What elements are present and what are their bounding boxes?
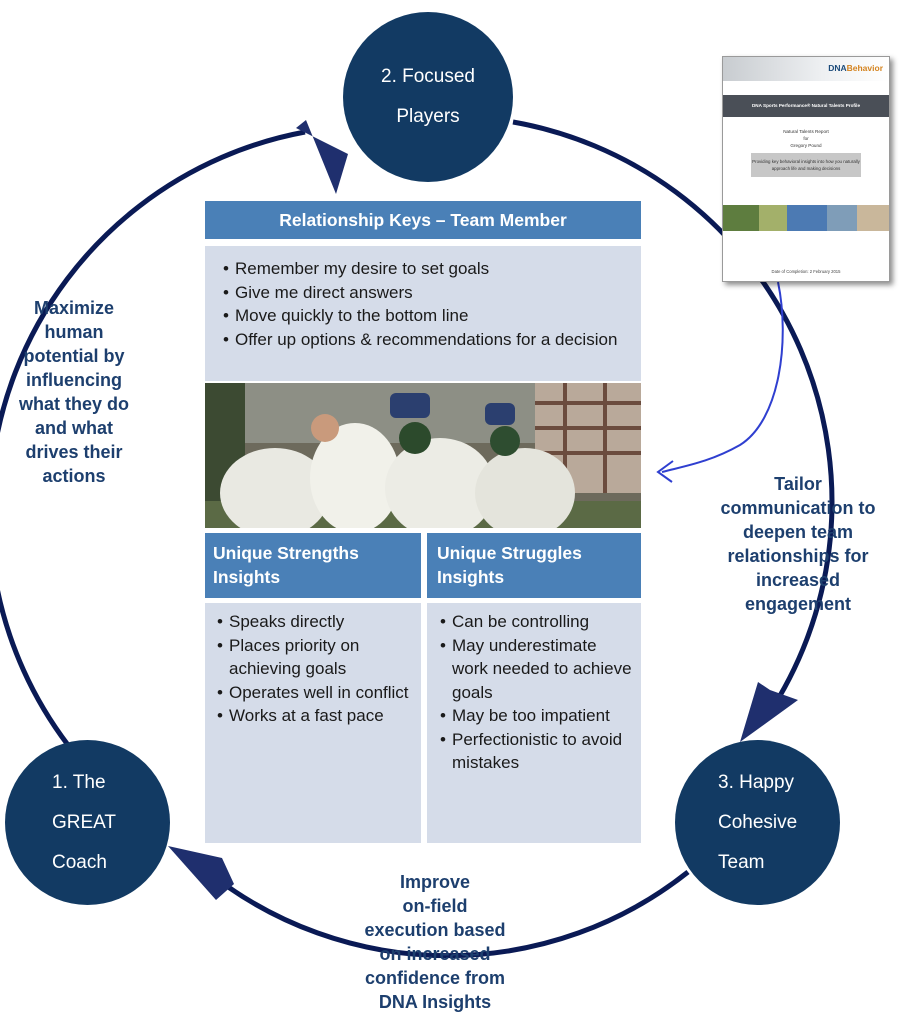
caption-line: relationships for <box>727 546 869 566</box>
caption-line: actions <box>42 466 106 486</box>
caption-line: influencing <box>26 370 122 390</box>
caption-line: and what <box>34 418 113 438</box>
cycle-arc-left <box>0 129 306 747</box>
caption-line: communication to <box>720 498 876 518</box>
caption-line: Maximize <box>33 298 115 318</box>
list-item: Places priority on achieving goals <box>217 634 415 681</box>
arrowhead-to-players <box>296 120 348 194</box>
list-item: Works at a fast pace <box>217 704 415 728</box>
struggles-list: Can be controlling May underestimate wor… <box>427 603 641 843</box>
cycle-arc-right <box>512 119 835 717</box>
node-label-line: 3. Happy <box>718 771 795 793</box>
caption-line: confidence from <box>364 968 506 988</box>
report-photo-strip <box>723 205 889 231</box>
report-summary: Providing key behavioral insights into h… <box>751 153 861 177</box>
caption-line: deepen team <box>742 522 854 542</box>
report-date: Date of Completion: 2 February 2015 <box>771 269 841 274</box>
caption-line: Improve <box>399 872 471 892</box>
arrowhead-to-coach <box>168 846 234 900</box>
node-label-line: GREAT <box>52 811 117 833</box>
list-item: Perfectionistic to avoid mistakes <box>440 728 635 775</box>
caption-maximize-potential: Maximize human potential by influencing … <box>0 296 148 488</box>
node-label-line: Team <box>718 851 765 873</box>
team-celebration-photo <box>205 383 641 528</box>
list-item: Can be controlling <box>440 610 635 634</box>
report-banner <box>723 57 889 81</box>
caption-line: drives their <box>25 442 123 462</box>
cycle-arc-bottom <box>206 870 690 959</box>
caption-line: DNA Insights <box>378 992 492 1012</box>
list-item: May underestimate work needed to achieve… <box>440 634 635 705</box>
node-label-line: Players <box>396 106 460 127</box>
caption-line: on increased <box>379 944 491 964</box>
report-text: Gregory Pound <box>790 143 822 148</box>
caption-improve-execution: Improve on-field execution based on incr… <box>340 870 530 1014</box>
caption-line: potential by <box>23 346 125 366</box>
caption-line: engagement <box>744 594 852 614</box>
struggles-header: Unique Struggles Insights <box>427 533 641 598</box>
node-label-line: 1. The <box>52 771 106 793</box>
list-item: Give me direct answers <box>223 281 631 305</box>
report-logo-accent: Behavior <box>846 63 883 73</box>
list-item: Offer up options & recommendations for a… <box>223 328 631 352</box>
relationship-keys-list: Remember my desire to set goals Give me … <box>205 246 641 381</box>
node-happy-cohesive-team: 3. Happy Cohesive Team <box>675 740 840 905</box>
natural-talents-report-thumbnail: DNABehavior DNA Sports Performance® Natu… <box>722 56 890 282</box>
report-title-bar: DNA Sports Performance® Natural Talents … <box>723 95 889 117</box>
list-item: May be too impatient <box>440 704 635 728</box>
node-great-coach: 1. The GREAT Coach <box>5 740 170 905</box>
node-focused-players: 2. Focused Players <box>343 12 513 182</box>
list-item: Move quickly to the bottom line <box>223 304 631 328</box>
list-item: Operates well in conflict <box>217 681 415 705</box>
caption-line: Tailor <box>774 474 822 494</box>
report-text: Natural Talents Report <box>783 129 829 134</box>
caption-line: what they do <box>18 394 129 414</box>
strengths-list: Speaks directly Places priority on achie… <box>205 603 421 843</box>
report-logo: DNABehavior <box>828 63 883 73</box>
caption-tailor-communication: Tailor communication to deepen team rela… <box>692 472 904 616</box>
caption-line: execution based <box>364 920 506 940</box>
relationship-keys-header: Relationship Keys – Team Member <box>205 201 641 239</box>
report-connector-line <box>661 281 784 473</box>
list-item: Remember my desire to set goals <box>223 257 631 281</box>
arrowhead-to-team <box>740 682 798 742</box>
report-connector-arrowhead <box>656 460 674 483</box>
node-label-line: Cohesive <box>718 811 798 833</box>
list-item: Speaks directly <box>217 610 415 634</box>
caption-line: increased <box>755 570 841 590</box>
caption-line: on-field <box>402 896 468 916</box>
report-logo-main: DNA <box>828 63 847 73</box>
caption-line: human <box>44 322 104 342</box>
strengths-header: Unique Strengths Insights <box>205 533 421 598</box>
node-label-line: 2. Focused <box>381 66 475 87</box>
node-label-line: Coach <box>52 851 107 873</box>
report-text: for <box>803 136 809 141</box>
